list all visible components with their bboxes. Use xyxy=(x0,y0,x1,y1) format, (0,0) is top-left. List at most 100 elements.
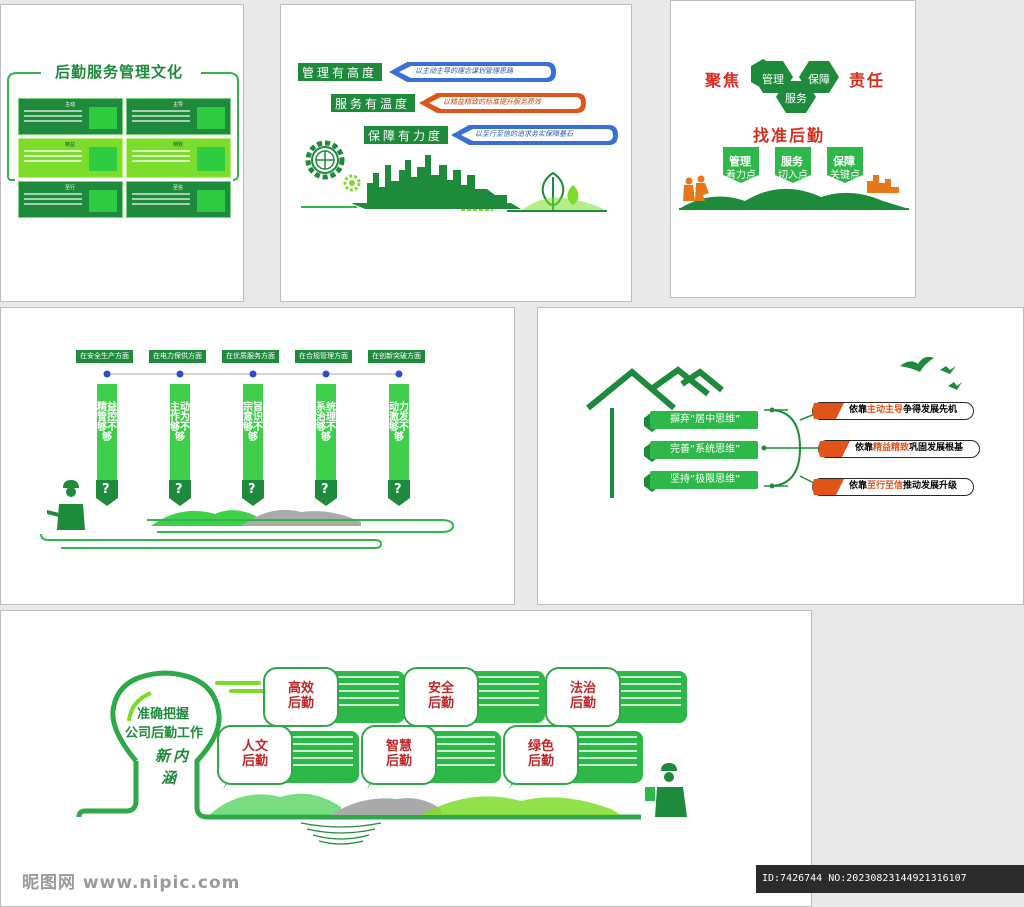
id-text: ID:7426744 NO:20230823144921316107 xyxy=(762,873,967,884)
card-title-line2: 后勤 xyxy=(241,754,268,769)
logistics-card: 法治后勤 xyxy=(545,667,621,727)
aspect-text: 动力激发够不够 xyxy=(389,402,409,443)
logistics-card: 人文后勤 xyxy=(217,725,293,785)
arrow-pill-blue xyxy=(451,125,618,145)
bulb-title-line3: 内 xyxy=(173,747,189,765)
aspect-header: 在优质服务方面 xyxy=(222,350,279,363)
question-mark-icon: ? xyxy=(394,482,402,497)
panel-focus-responsibility: 聚焦 责任 管理 服务 保障 找准后勤 管理 着力点 服务 切入点 保障 关键点 xyxy=(670,0,916,298)
logistics-card: 高效后勤 xyxy=(263,667,339,727)
landscape-illustration xyxy=(679,175,909,210)
panel1-title: 后勤服务管理文化 xyxy=(55,63,184,81)
arrow-pill-blue xyxy=(389,62,556,82)
dimension-slogan: 以主动主导的理念谋划管理思路 xyxy=(415,67,513,75)
dimension-slogan: 以至行至信的追求务实保障基石 xyxy=(475,130,573,138)
question-mark-icon: ? xyxy=(175,482,183,497)
thinking-mode-item: 完善“系统思维” xyxy=(650,441,758,459)
gear-icon xyxy=(305,140,345,180)
logistics-card: 绿色后勤 xyxy=(503,725,579,785)
badge-shapes xyxy=(723,147,863,183)
culture-card: 精致 xyxy=(126,138,231,178)
card-title-line2: 后勤 xyxy=(527,754,554,769)
panel1-frame xyxy=(7,72,239,181)
reliance-post: 巩固发展根基 xyxy=(909,443,964,453)
logistics-card: 安全后勤 xyxy=(403,667,479,727)
aspect-text: 主动作为够不够 xyxy=(170,402,190,443)
hexagon-cluster xyxy=(751,59,839,113)
small-gear-icon xyxy=(343,174,361,192)
bulb-illustration xyxy=(76,670,687,845)
culture-card-label: 主动 xyxy=(65,102,76,108)
dimension-title: 管理有高度 xyxy=(302,66,378,80)
panel-three-dimensions: 管理有高度 以主动主导的理念谋划管理思路 服务有温度 以精益精致的标准提升服务质… xyxy=(280,4,632,302)
reliance-emphasis: 至行至信 xyxy=(867,481,904,491)
culture-card-label: 至行 xyxy=(65,185,76,191)
card-title-line2: 后勤 xyxy=(569,696,596,711)
question-mark-icon: ? xyxy=(321,482,329,497)
culture-card: 主动 xyxy=(18,98,123,135)
culture-card: 至信 xyxy=(126,181,231,218)
bulb-title-line2: 公司后勤工作 xyxy=(125,726,204,741)
badge-bottom: 关键点 xyxy=(830,170,860,181)
aspect-header: 在合规管理方面 xyxy=(295,350,352,363)
culture-card-label: 主导 xyxy=(173,102,184,108)
reliance-emphasis: 主动主导 xyxy=(867,405,904,415)
culture-card-label: 精致 xyxy=(173,142,184,148)
workers-silhouette-icon xyxy=(683,175,709,201)
card-title-line2: 后勤 xyxy=(385,754,412,769)
question-mark-icon: ? xyxy=(248,482,256,497)
badge-top: 保障 xyxy=(833,155,855,168)
badge-top: 服务 xyxy=(781,155,803,168)
dimension-title: 保障有力度 xyxy=(368,129,444,143)
culture-card-label: 至信 xyxy=(173,185,184,191)
reliance-post: 争得发展先机 xyxy=(903,405,958,415)
card-title-line1: 绿色 xyxy=(527,739,554,754)
logistics-card: 智慧后勤 xyxy=(361,725,437,785)
aspect-text: 宗旨意识够不够 xyxy=(243,402,263,443)
watermark: 昵图网 www.nipic.com xyxy=(22,873,241,893)
focus-right-word: 责任 xyxy=(849,71,886,90)
reliance-pill: 依靠精益精致巩固发展根基 xyxy=(818,440,980,458)
panel-new-connotation: 准确把握 公司后勤工作 新 内 涵 高效后勤 安全后勤 法治后勤 人文后勤 智慧… xyxy=(0,610,812,907)
worker-tablet-icon xyxy=(645,763,687,817)
thinking-mode-text: 完善“系统思维” xyxy=(670,444,741,455)
culture-card: 精益 xyxy=(18,138,123,178)
reliance-pill: 依靠主动主导争得发展先机 xyxy=(812,402,974,420)
dimension-title-box xyxy=(298,63,382,81)
arrow-pill-orange xyxy=(419,93,586,113)
bulb-title-line1: 准确把握 xyxy=(137,707,190,722)
badge-bottom: 着力点 xyxy=(726,170,756,181)
aspect-header: 在创新突破方面 xyxy=(368,350,425,363)
bulb-title-line3: 涵 xyxy=(161,769,177,787)
reliance-emphasis: 精益精致 xyxy=(873,443,910,453)
card-title-line2: 后勤 xyxy=(427,696,454,711)
card-title-line1: 高效 xyxy=(287,681,314,696)
card-title-line1: 法治 xyxy=(569,681,596,696)
reliance-pre: 依靠 xyxy=(849,405,868,415)
thinking-mode-item: 摒弃“居中思维” xyxy=(650,411,758,429)
panel-five-aspects: 在安全生产方面 在电力保供方面 在优质服务方面 在合规管理方面 在创新突破方面 xyxy=(0,307,515,605)
dimension-title-box xyxy=(364,126,448,144)
reliance-pre: 依靠 xyxy=(855,443,874,453)
aspect-header: 在安全生产方面 xyxy=(76,350,133,363)
dimension-slogan: 以精益精致的标准提升服务质效 xyxy=(443,98,541,106)
question-mark-icon: ? xyxy=(102,482,110,497)
focus-left-word: 聚焦 xyxy=(705,71,742,90)
hexagon-label: 保障 xyxy=(808,73,830,86)
aspect-text: 精益管控够不够 xyxy=(97,402,117,443)
thinking-mode-text: 坚持“极限思维” xyxy=(670,474,741,485)
id-bar xyxy=(756,865,1024,893)
reliance-pre: 依靠 xyxy=(849,481,868,491)
thinking-mode-text: 摒弃“居中思维” xyxy=(670,414,741,425)
aspect-text: 系统治理够不够 xyxy=(316,402,336,443)
card-title-line1: 智慧 xyxy=(385,739,412,754)
card-title-line1: 人文 xyxy=(241,739,268,754)
aspects-illustration xyxy=(40,370,455,549)
worker-reading-icon xyxy=(47,480,85,530)
hexagon-label: 服务 xyxy=(785,92,807,105)
hexagon-label: 管理 xyxy=(762,73,784,86)
dimension-title: 服务有温度 xyxy=(335,97,411,111)
focus-subtitle: 找准后勤 xyxy=(753,126,826,145)
card-title-line2: 后勤 xyxy=(287,696,314,711)
reliance-pill: 依靠至行至信推动发展升级 xyxy=(812,478,974,496)
